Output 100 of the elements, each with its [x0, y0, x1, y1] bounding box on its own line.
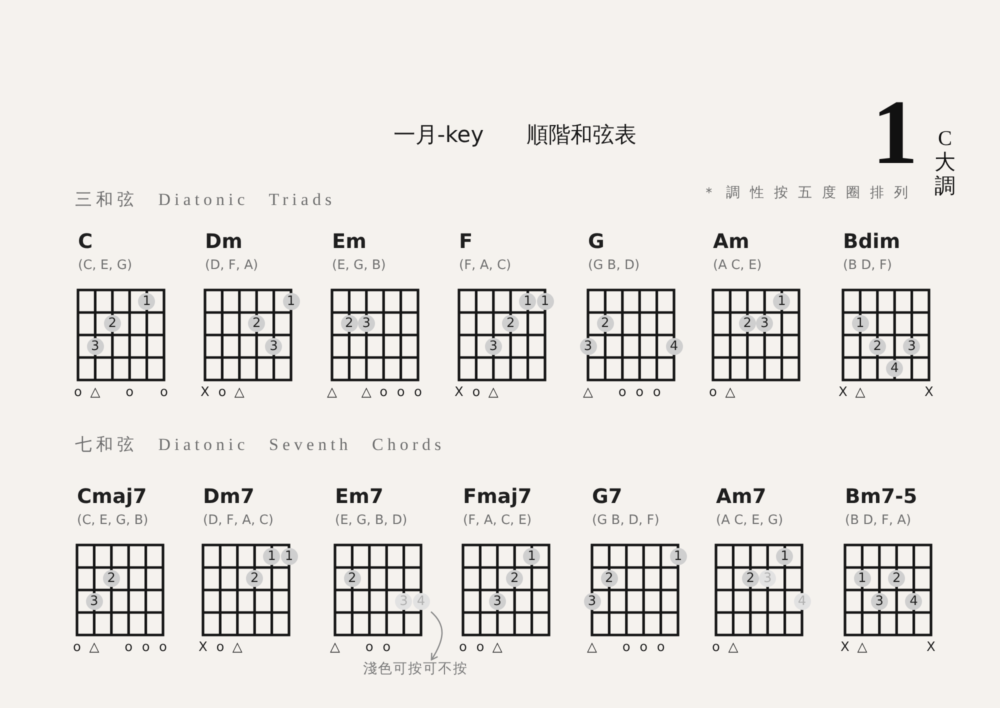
- finger-dot: 4: [666, 338, 682, 355]
- string-mark: △: [854, 385, 866, 401]
- key-number: 1: [872, 86, 918, 178]
- string-mark: o: [217, 385, 228, 401]
- chord-name: Bdim: [843, 228, 900, 254]
- string-mark: △: [326, 385, 338, 401]
- string-mark: △: [360, 385, 372, 401]
- finger-dot: 1: [773, 292, 790, 310]
- chord-notes: (G B, D): [588, 258, 640, 274]
- note-text: ＊調性按五度圈排列: [702, 184, 918, 202]
- string-mark: X: [454, 385, 464, 401]
- finger-dot: 4: [886, 360, 904, 378]
- chord-notes: (E, G, B): [332, 258, 386, 274]
- string-mark: o: [159, 385, 169, 401]
- chord-name: Am7: [716, 483, 766, 509]
- finger-dot: 1: [263, 548, 280, 565]
- chord-notes: (A C, E, G): [716, 513, 784, 529]
- string-mark: o: [215, 640, 226, 656]
- finger-dot: 3: [86, 338, 104, 355]
- finger-dot: 1: [670, 548, 686, 565]
- string-mark: △: [487, 385, 500, 401]
- finger-dot: 2: [596, 315, 614, 332]
- finger-dot: 2: [104, 315, 121, 332]
- chord-name: Cmaj7: [77, 483, 147, 509]
- chord-name: Fmaj7: [463, 483, 532, 509]
- string-mark: o: [378, 385, 389, 401]
- string-mark: X: [926, 640, 936, 656]
- chord-name: Dm: [205, 228, 242, 254]
- string-mark: △: [586, 640, 598, 656]
- string-mark: o: [158, 640, 168, 656]
- string-mark: X: [200, 385, 210, 401]
- string-mark: o: [711, 640, 721, 656]
- finger-dot: 3: [756, 315, 774, 332]
- string-mark: △: [582, 385, 594, 401]
- string-mark: o: [73, 385, 83, 401]
- string-mark: △: [724, 385, 736, 401]
- chord-name: G: [588, 228, 604, 254]
- page-title: 一月-key 順階和弦表: [392, 122, 638, 150]
- string-mark: o: [364, 640, 374, 656]
- chord-name: Em: [332, 228, 367, 254]
- section-heading: 三和弦 Diatonic Triads: [75, 189, 336, 211]
- finger-dot: 3: [903, 338, 920, 355]
- chord-name: Am: [713, 228, 750, 254]
- finger-dot: 3: [265, 338, 282, 355]
- finger-dot: 1: [282, 292, 300, 310]
- finger-dot: 1: [854, 570, 871, 588]
- finger-dot: 2: [868, 338, 886, 355]
- arrow: [430, 611, 443, 660]
- string-mark: o: [621, 640, 632, 656]
- finger-dot: 1: [523, 548, 540, 565]
- finger-dot: 1: [852, 315, 869, 332]
- finger-dot: 2: [102, 570, 120, 588]
- string-mark: o: [475, 640, 486, 656]
- finger-dot: 3: [580, 338, 596, 355]
- string-mark: o: [140, 640, 151, 656]
- chord-notes: (B D, F, A): [845, 513, 912, 529]
- string-mark: X: [198, 640, 208, 656]
- string-mark: △: [856, 640, 868, 656]
- finger-dot: 2: [888, 570, 906, 588]
- finger-dot: 1: [776, 548, 794, 565]
- chord-name: C: [78, 228, 93, 254]
- chord-notes: (F, A, C): [459, 258, 512, 274]
- finger-dot: 2: [502, 315, 520, 332]
- string-mark: o: [413, 385, 423, 401]
- chord-name: Em7: [335, 483, 384, 509]
- finger-dot: 1: [138, 292, 156, 310]
- chord-name: Bm7-5: [845, 483, 918, 509]
- string-mark: △: [329, 640, 341, 656]
- finger-dot: 1: [280, 548, 298, 565]
- string-mark: △: [233, 385, 246, 401]
- finger-dot: 3: [86, 592, 103, 610]
- string-mark: o: [617, 385, 628, 401]
- finger-dot: 1: [519, 292, 536, 310]
- string-mark: o: [396, 385, 406, 401]
- finger-dot: 1: [536, 292, 554, 310]
- string-mark: o: [634, 385, 645, 401]
- finger-dot: 2: [600, 570, 618, 588]
- finger-dot: 2: [742, 570, 759, 588]
- finger-dot: 3: [584, 592, 600, 610]
- string-mark: o: [708, 385, 718, 401]
- chord-name: F: [459, 228, 473, 254]
- key-name: C大調: [934, 126, 956, 198]
- chord-notes: (E, G, B, D): [335, 513, 408, 529]
- finger-dot: 3: [358, 315, 375, 332]
- string-mark: △: [89, 385, 102, 401]
- finger-dot: 3: [870, 592, 888, 610]
- chord-notes: (D, F, A): [205, 258, 258, 274]
- string-mark: △: [231, 640, 244, 656]
- string-mark: o: [638, 640, 649, 656]
- string-mark: △: [491, 640, 504, 656]
- chord-notes: (B D, F): [843, 258, 892, 274]
- chord-notes: (F, A, C, E): [463, 513, 532, 529]
- chord-notes: (A C, E): [713, 258, 762, 274]
- note-text: 淺色可按可不按: [363, 660, 468, 678]
- section-heading: 七和弦 Diatonic Seventh Chords: [75, 434, 446, 456]
- string-mark: o: [656, 640, 666, 656]
- finger-dot: 2: [738, 315, 756, 332]
- string-mark: X: [838, 385, 848, 401]
- string-mark: o: [471, 385, 482, 401]
- finger-dot: 2: [248, 315, 266, 332]
